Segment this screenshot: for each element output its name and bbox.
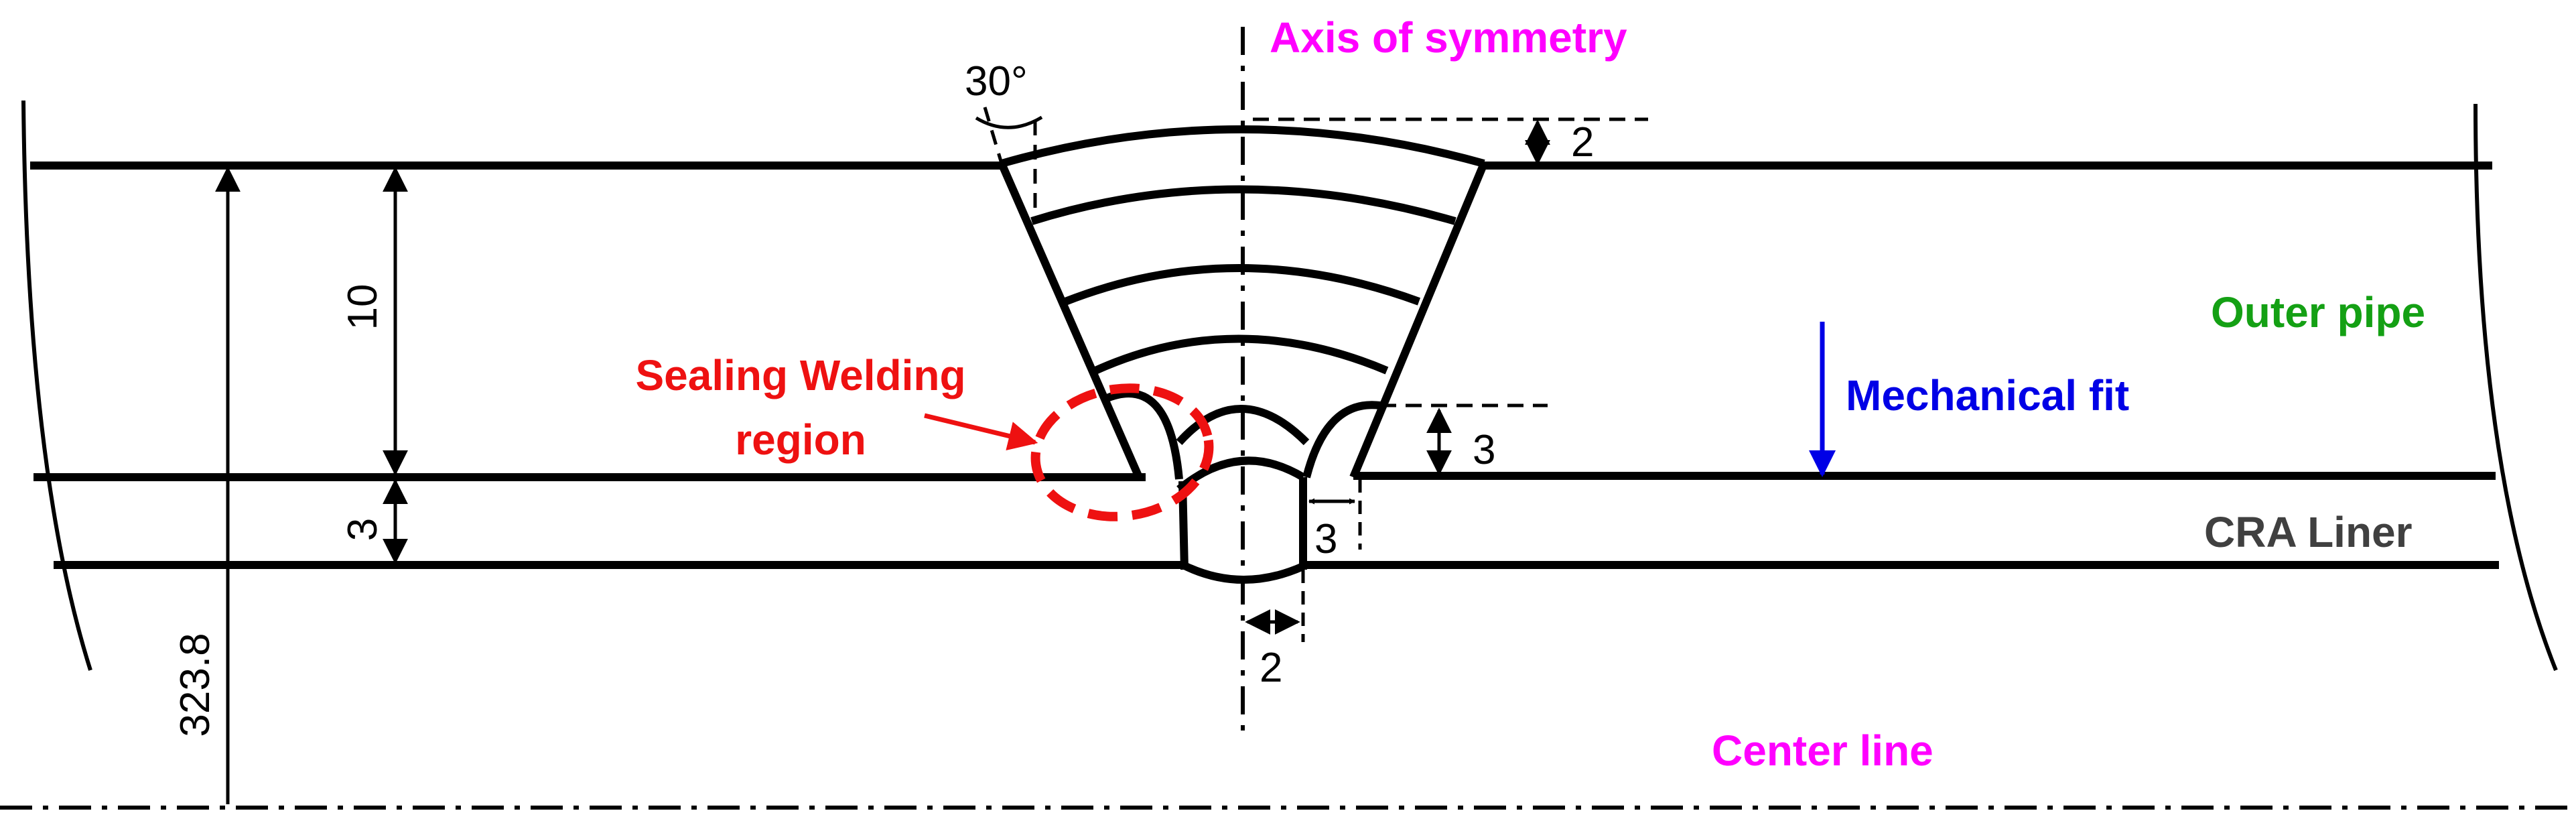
sealing-region-label-line1: Sealing Welding (635, 351, 965, 399)
sealing-region-label-line2: region (735, 416, 866, 464)
axis-of-symmetry-label: Axis of symmetry (1270, 13, 1627, 62)
angle-slant-ref (983, 107, 1004, 164)
bevel-angle-value: 30° (965, 58, 1028, 105)
cra-liner-label: CRA Liner (2204, 508, 2413, 556)
sealing-region-ellipse (1030, 383, 1214, 521)
pipe-diameter-value: 323.8 (172, 633, 218, 737)
liner-thickness-value: 3 (340, 518, 386, 541)
mechanical-fit-label: Mechanical fit (1846, 371, 2129, 420)
center-line-label: Center line (1712, 727, 1934, 775)
seal-width-value: 3 (1314, 516, 1337, 562)
seal-height-value: 3 (1473, 427, 1495, 473)
weld-pass-3 (1063, 264, 1421, 306)
angle-arc (975, 115, 1043, 129)
weld-cap (1000, 125, 1485, 168)
cap-reinforcement-value: 2 (1571, 119, 1594, 166)
seal-bead-left (1103, 389, 1183, 480)
groove-right-side (1349, 162, 1488, 479)
outer-thickness-value: 10 (340, 284, 386, 330)
outer-pipe-label: Outer pipe (2211, 288, 2425, 336)
weld-pass-4 (1030, 185, 1456, 225)
right-break-curve (2473, 103, 2558, 672)
root-gap-value: 2 (1260, 645, 1282, 691)
liner-weld-top (1176, 456, 1306, 493)
root-bead-center (1176, 405, 1310, 446)
left-break-curve (21, 100, 92, 671)
sealing-region-pointer (924, 413, 1038, 451)
seal-bead-right (1302, 401, 1381, 479)
groove-left-side (998, 162, 1143, 479)
weld-pass-2 (1093, 334, 1389, 375)
